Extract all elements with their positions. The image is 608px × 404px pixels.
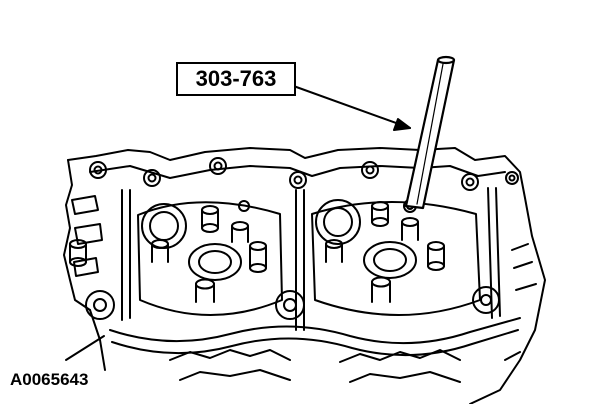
valve-guide-posts-2 [325, 201, 445, 303]
valve-guide-posts [69, 205, 267, 303]
tool-number-callout: 303-763 [176, 62, 296, 96]
combustion-chamber-2 [315, 199, 445, 303]
head-bolt-bosses [85, 286, 500, 320]
special-tool-rod [404, 55, 456, 210]
callout-leader [287, 83, 411, 131]
rim-bolt-holes [89, 157, 519, 191]
tool-number-label: 303-763 [195, 66, 277, 91]
combustion-chamber-1 [69, 200, 267, 303]
figure-id-label: A0065643 [10, 370, 89, 389]
cylinder-head-casting [63, 147, 546, 404]
figure-id-leader [65, 335, 105, 361]
